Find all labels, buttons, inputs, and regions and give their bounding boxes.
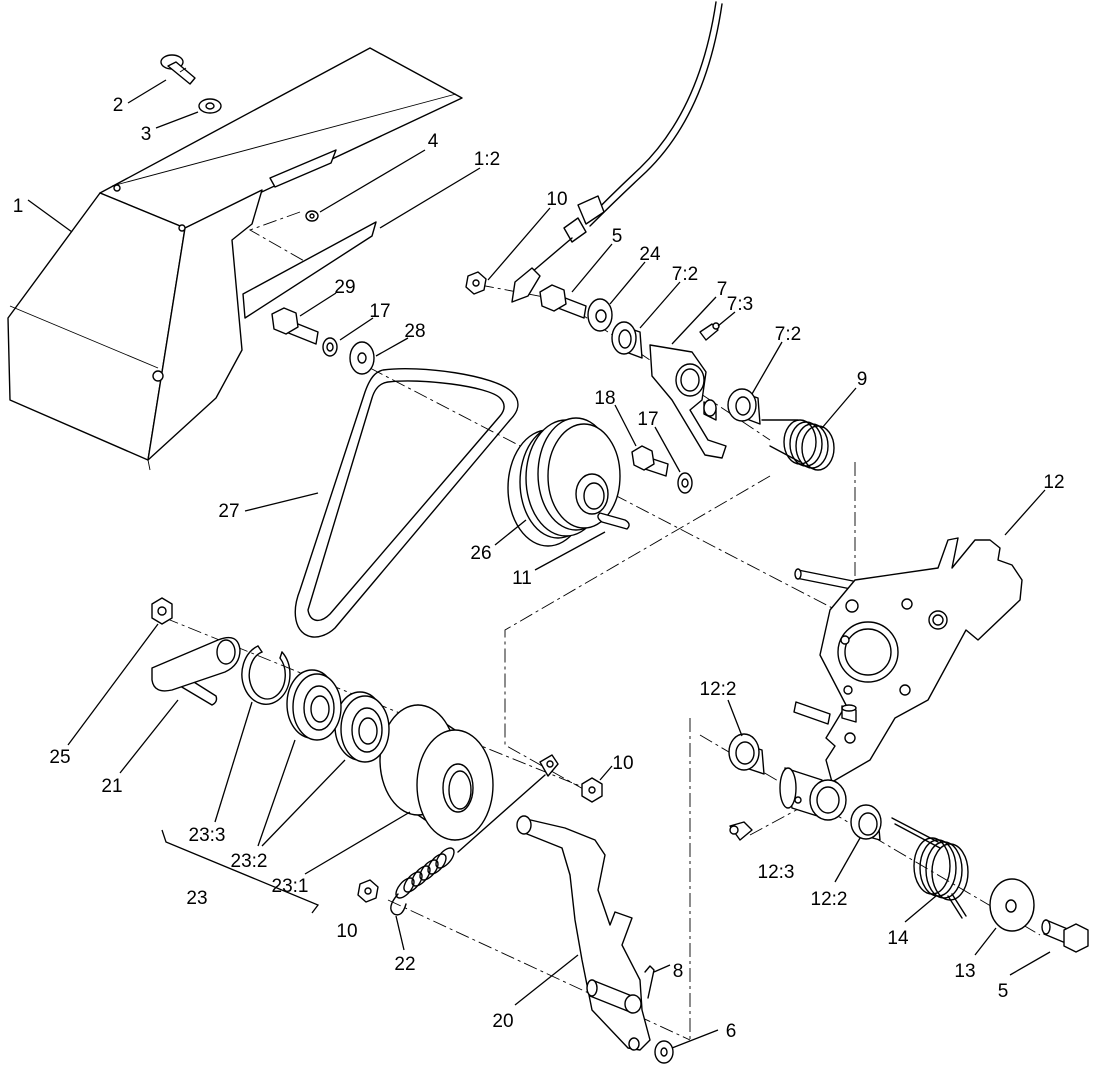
callout-label: 20 [492,1011,513,1032]
nut-10-bottom [357,879,379,903]
bearing-23-2-b [334,691,390,763]
callout-label: 28 [404,321,425,342]
bushing-12-2-b [850,804,882,841]
callout-label: 12:2 [811,889,848,910]
callout-labels: 2 3 1 4 1:2 10 5 24 7:2 7 7:3 29 17 28 7… [13,95,1065,1042]
callout-label: 23 [186,888,207,909]
nut-10-mid [581,777,603,803]
callout-label: 10 [336,921,357,942]
callout-label: 6 [726,1021,737,1042]
bushing-7-2-b [727,388,761,425]
washer-24 [587,298,613,332]
washer-17-b [677,472,693,494]
callout-label: 11 [512,568,532,589]
bolt-18 [631,445,669,477]
key-11 [597,512,630,530]
callout-label: 24 [639,244,661,265]
mounting-bracket-12 [779,537,1023,821]
callout-label: 7:3 [727,294,753,315]
callout-label: 23:2 [231,851,268,872]
nut-25 [151,597,173,625]
callout-label: 23:1 [272,876,309,897]
bolt-5-bottom [1041,919,1089,953]
callout-label: 12 [1043,472,1064,493]
idler-bracket-7 [649,344,727,459]
callout-label: 13 [954,961,975,982]
idler-arm-21 [151,636,241,706]
callout-label: 5 [612,226,623,247]
callout-label: 1:2 [474,149,500,170]
callout-label: 7:2 [775,324,801,345]
callout-label: 25 [49,747,70,768]
washer-6 [654,1040,674,1064]
drive-pulley-26 [507,417,621,547]
bolt-29 [271,307,319,345]
callout-label: 10 [546,189,567,210]
callout-label: 12:3 [758,862,795,883]
callout-label: 5 [998,981,1009,1002]
control-cable [511,1,723,303]
cotter-pin-8 [644,965,655,999]
spring-link [457,754,559,853]
extension-spring-22 [390,847,455,916]
callout-label: 14 [887,928,909,949]
idler-arm-20 [516,815,651,1051]
callout-label: 4 [428,131,439,152]
bolt-5-top [539,284,587,319]
torsion-spring-9 [761,419,835,471]
callout-label: 27 [218,501,239,522]
callout-label: 3 [141,124,152,145]
callout-label: 17 [637,409,658,430]
bushing-7-2-a [611,321,643,359]
callout-label: 2 [113,95,124,116]
washer-28 [349,341,375,375]
callout-label: 9 [857,369,868,390]
idler-pulley-23-1 [379,704,494,841]
grease-fitting-7-3 [699,322,720,341]
callout-label: 12:2 [700,679,737,700]
snap-ring-23-3 [241,645,291,705]
nut-10-top [465,271,487,295]
callout-label: 26 [470,543,491,564]
callout-label: 10 [612,753,633,774]
group-bracket-23 [161,829,320,914]
callout-label: 8 [673,961,684,982]
callout-label: 7:2 [672,264,698,285]
callout-label: 18 [594,388,615,409]
grease-fitting-12-3 [729,821,753,841]
bushing-12-2-a [728,733,765,775]
bearing-23-2-a [286,669,342,741]
callout-label: 23:3 [189,825,226,846]
leader-lines [27,79,1051,1049]
callout-label: 7 [717,279,728,300]
washer-3 [198,98,222,114]
knob-pin [160,54,196,85]
washer-17-a [322,337,338,357]
callout-label: 22 [394,954,415,975]
torsion-spring-14 [891,817,969,919]
callout-label: 21 [101,776,122,797]
washer-13 [989,878,1035,932]
callout-label: 29 [334,277,355,298]
v-belt-27 [294,368,519,638]
washer-4 [305,210,319,222]
callout-label: 17 [369,301,390,322]
callout-label: 1 [13,196,24,217]
belt-cover [7,47,463,471]
